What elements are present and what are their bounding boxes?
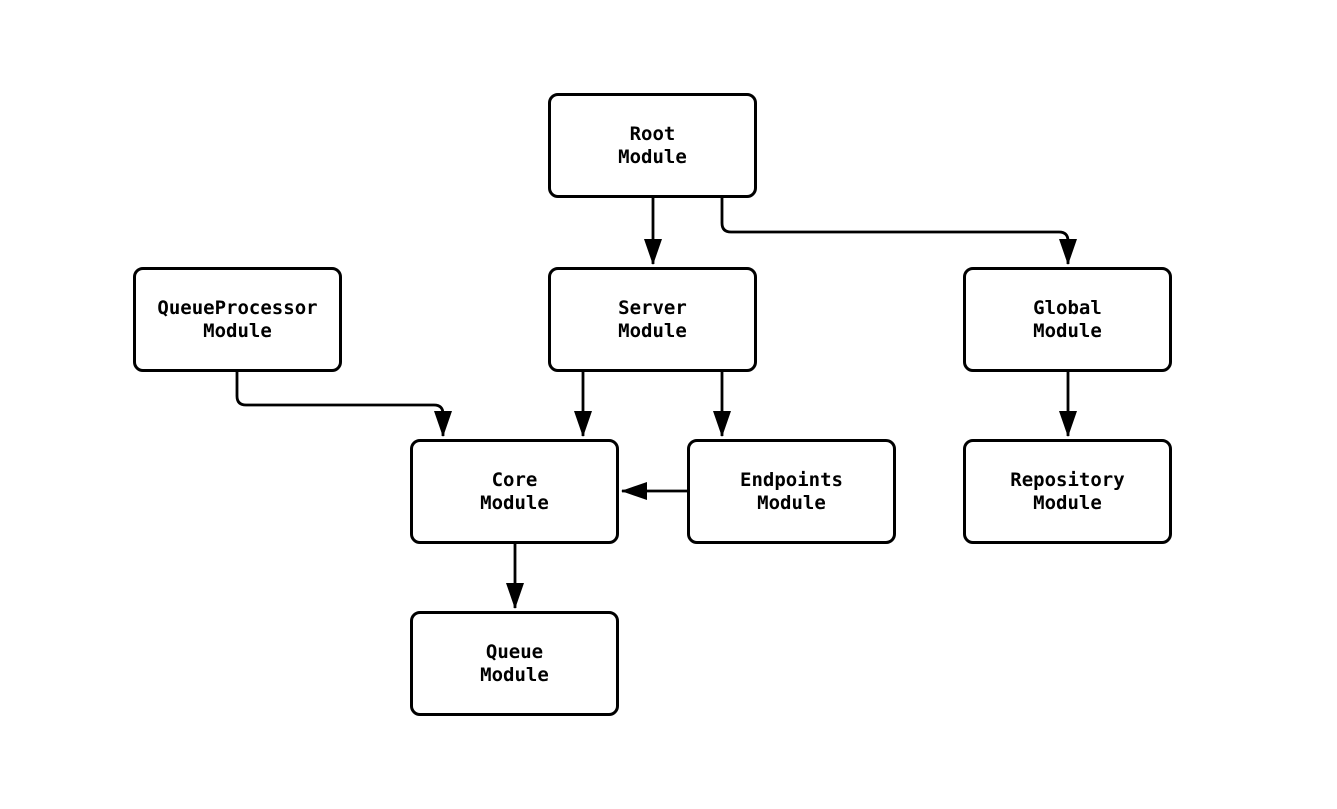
- node-label-line: Repository: [1010, 468, 1125, 491]
- node-label-line: Module: [618, 145, 687, 168]
- node-queue-module: Queue Module: [410, 611, 619, 716]
- node-repository-module: Repository Module: [963, 439, 1172, 544]
- edge-root-to-global: [720, 198, 1077, 265]
- node-label-line: Module: [1033, 491, 1102, 514]
- edge-queueprocessor-to-core: [235, 372, 452, 437]
- node-core-module: Core Module: [410, 439, 619, 544]
- node-label-line: Module: [1033, 319, 1102, 342]
- node-label-line: Queue: [485, 640, 544, 663]
- node-server-module: Server Module: [548, 267, 757, 372]
- node-queueprocessor-module: QueueProcessor Module: [133, 267, 342, 372]
- node-label-line: Core: [491, 468, 538, 491]
- node-label-line: Module: [480, 663, 549, 686]
- node-label-line: QueueProcessor: [157, 296, 318, 319]
- node-label-line: Server: [618, 296, 687, 319]
- node-label-line: Endpoints: [740, 468, 843, 491]
- node-label-line: Global: [1033, 296, 1102, 319]
- node-label-line: Module: [757, 491, 826, 514]
- node-label-line: Root: [629, 122, 676, 145]
- node-label-line: Module: [480, 491, 549, 514]
- node-label-line: Module: [618, 319, 687, 342]
- node-root-module: Root Module: [548, 93, 757, 198]
- node-global-module: Global Module: [963, 267, 1172, 372]
- node-label-line: Module: [203, 319, 272, 342]
- node-endpoints-module: Endpoints Module: [687, 439, 896, 544]
